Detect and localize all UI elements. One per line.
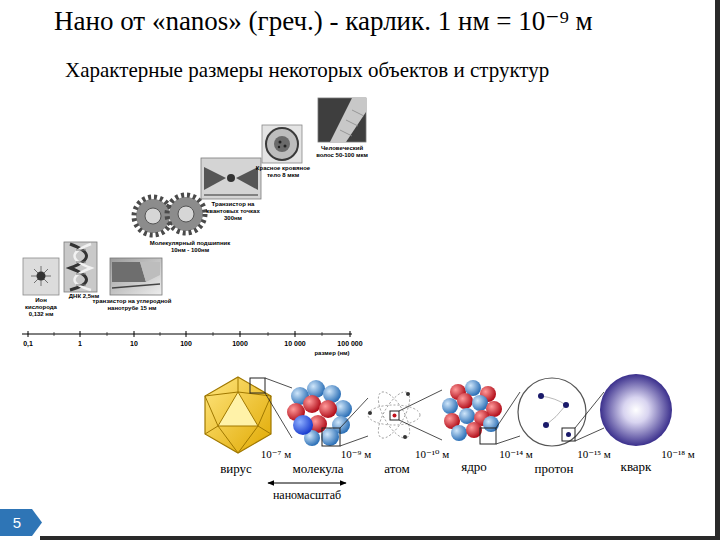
object-name: молекула xyxy=(292,462,343,477)
tab-outline xyxy=(0,509,42,536)
axis-tick-label: 1000 xyxy=(232,340,248,348)
axis-tick-label: 10 000 xyxy=(284,340,305,348)
object-name: атом xyxy=(384,462,409,477)
page-number: 5 xyxy=(0,509,42,536)
scale-value: 10⁻⁹ м xyxy=(341,448,371,461)
object-caption: Молекулярный подшипник 10нм - 100нм xyxy=(144,240,236,254)
scale-value: 10⁻¹⁸ м xyxy=(661,448,695,461)
object-name: протон xyxy=(535,462,574,477)
axis-tick-label: 1 xyxy=(78,340,82,348)
scale-value: 10⁻⁷ м xyxy=(261,448,291,461)
object-caption: Транзистор на квантовых точках 300нм xyxy=(202,201,264,222)
object-name: вирус xyxy=(220,462,252,477)
object-name: кварк xyxy=(621,460,652,475)
page-number-tab: 5 xyxy=(0,509,42,536)
object-caption: Человеческий волос 50-100 мкм xyxy=(313,145,371,159)
axis-tick-label: 0,1 xyxy=(23,340,33,348)
object-caption: Красное кровяное тело 8 мкм xyxy=(254,165,312,179)
scale-value: 10⁻¹⁰ м xyxy=(415,448,449,461)
axis-tick-label: 100 xyxy=(180,340,192,348)
scale-range-label: наномасштаб xyxy=(273,489,341,503)
scale-value: 10⁻¹⁴ м xyxy=(499,448,533,461)
scale-value: 10⁻¹⁵ м xyxy=(577,448,611,461)
slide-title: Нано от «nanos» (греч.) - карлик. 1 нм =… xyxy=(54,6,593,37)
object-caption: Ион кислорода 0,132 нм xyxy=(20,297,62,318)
axis-tick-label: 100 000 xyxy=(337,340,362,348)
subtitle: Характерные размеры некоторых объектов и… xyxy=(65,58,549,82)
object-caption: транзистор на углеродной нанотрубе 15 нм xyxy=(86,298,178,312)
object-name: ядро xyxy=(461,460,487,475)
axis-title: размер (нм) xyxy=(314,350,349,357)
axis-tick-label: 10 xyxy=(130,340,138,348)
